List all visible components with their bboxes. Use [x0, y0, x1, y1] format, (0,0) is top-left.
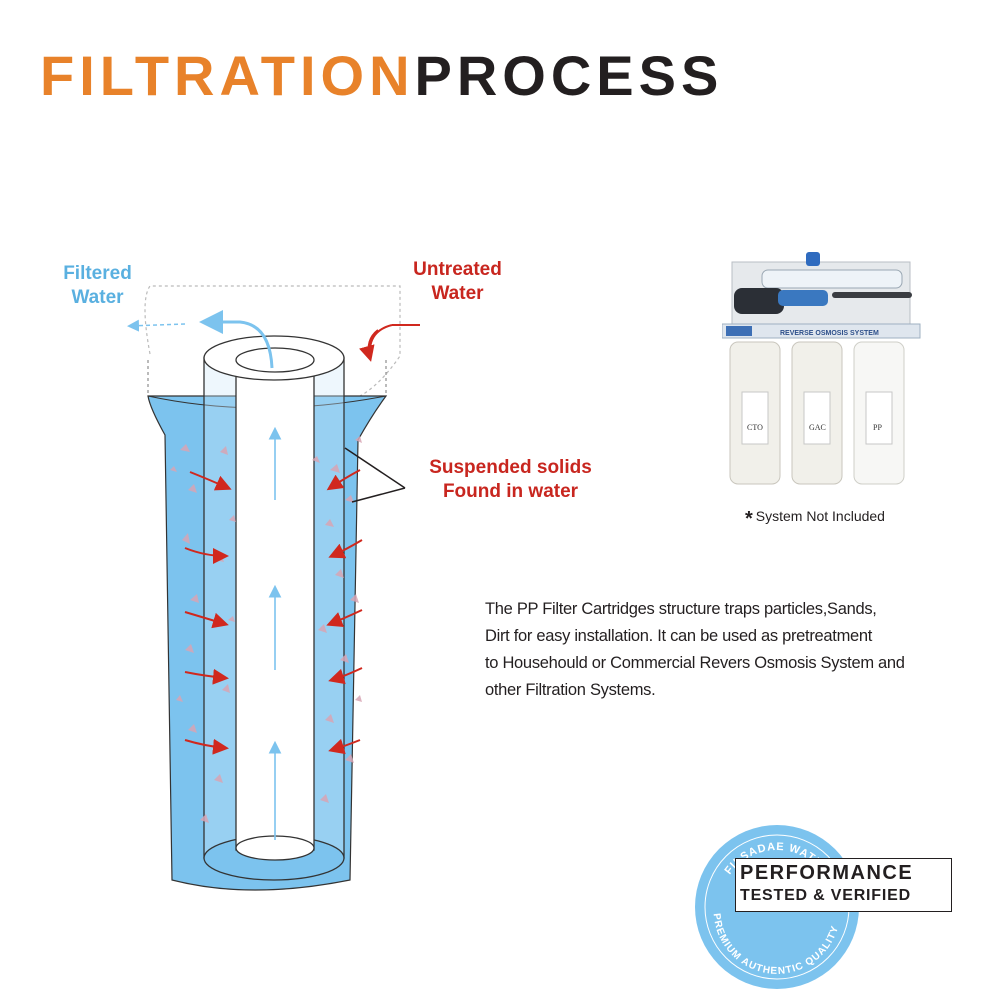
seal-text-panel	[735, 858, 952, 912]
panel-text: REVERSE OSMOSIS SYSTEM	[780, 330, 879, 337]
title-filtration: FILTRATION	[40, 44, 415, 107]
pump	[734, 288, 784, 314]
housing-label-2: GAC	[809, 423, 826, 432]
housing-label-3: PP	[873, 423, 882, 432]
seal-tested-text: TESTED & VERIFIED	[740, 887, 911, 904]
system-not-included-note: *System Not Included	[745, 508, 885, 531]
solids-line2: Found in water	[442, 481, 579, 502]
desc-line-4: other Filtration Systems.	[485, 681, 656, 699]
desc-line-3: to Househould or Commercial Revers Osmos…	[485, 654, 905, 672]
filtered-water-label: Filtered Water	[40, 262, 155, 310]
desc-line-2: Dirt for easy installation. It can be us…	[485, 627, 873, 645]
untreated-line2: Water	[431, 283, 484, 304]
cord	[832, 292, 912, 298]
ro-system-image: REVERSE OSMOSIS SYSTEM CTO GAC PP	[722, 252, 921, 485]
housing-label-1: CTO	[747, 423, 763, 432]
suspended-particles	[170, 436, 362, 823]
filter-housings	[729, 341, 905, 485]
solids-line1: Suspended solids	[429, 457, 592, 478]
suspended-solids-label: Suspended solids Found in water	[408, 456, 613, 504]
pump-label	[778, 290, 828, 306]
solids-callout-lines	[344, 447, 406, 503]
blue-valve	[806, 252, 820, 266]
untreated-line1: Untreated	[413, 259, 502, 280]
housing-wall-dashed	[147, 360, 387, 396]
description-paragraph: The PP Filter Cartridges structure traps…	[485, 596, 985, 704]
inflow-arrows	[184, 324, 420, 755]
filtered-outflow-arrow	[199, 310, 274, 369]
title-process: PROCESS	[414, 44, 724, 107]
desc-line-1: The PP Filter Cartridges structure traps…	[485, 600, 877, 618]
page-title: FILTRATIONPROCESS	[40, 48, 723, 104]
untreated-water-label: Untreated Water	[395, 258, 520, 306]
seal-performance-text: PERFORMANCE	[740, 862, 914, 884]
housing-cap-outline	[144, 285, 401, 397]
note-text: System Not Included	[755, 508, 885, 524]
asterisk: *	[745, 508, 753, 530]
filtered-outflow-dash	[127, 319, 186, 332]
membrane-housing	[761, 269, 903, 289]
core-top-hole	[235, 347, 315, 373]
front-panel	[722, 323, 921, 339]
filtered-line2: Water	[71, 287, 124, 308]
filtered-line1: Filtered	[63, 263, 132, 284]
panel-logo	[726, 326, 752, 336]
